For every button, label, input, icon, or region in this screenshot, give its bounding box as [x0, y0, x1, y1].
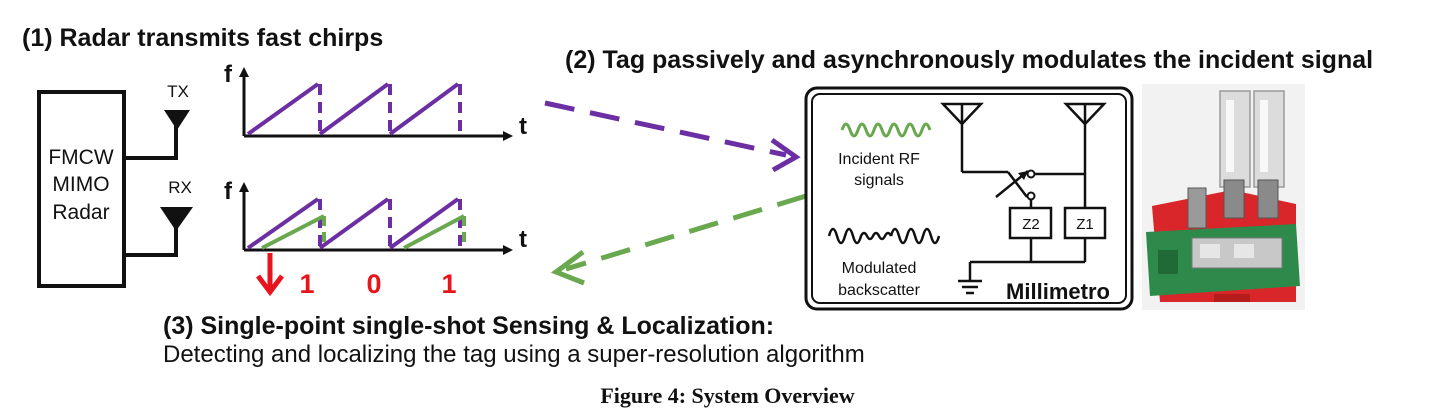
- radar-line-2: MIMO: [52, 173, 109, 196]
- z2-label: Z2: [1022, 216, 1040, 233]
- rx-purple-ramp: [388, 197, 460, 250]
- tx-chirp-ramp: [246, 82, 320, 136]
- rx-plot-f-label: f: [224, 178, 233, 205]
- backscatter-arrow: [550, 193, 807, 286]
- bit-3: 1: [441, 269, 456, 299]
- step3-heading: (3) Single-point single-shot Sensing & L…: [163, 312, 775, 340]
- rx-green-ramp: [403, 214, 465, 250]
- incident-label-1: Incident RF: [838, 151, 920, 168]
- red-down-arrow: [256, 253, 284, 297]
- incident-signal-arrow: [544, 100, 801, 173]
- backscatter-label-2: backscatter: [838, 282, 920, 299]
- tx-chirp-plot: f t: [224, 61, 527, 141]
- tag-box: Incident RF signals Modulated backscatte…: [804, 86, 1134, 311]
- rx-purple-ramp: [246, 197, 320, 250]
- tx-label: TX: [167, 82, 189, 101]
- rx-label: RX: [168, 178, 192, 197]
- radar-line-3: Radar: [52, 201, 109, 224]
- ground-icon: [958, 279, 982, 295]
- radar-line-1: FMCW: [48, 146, 113, 169]
- step2-heading: (2) Tag passively and asynchronously mod…: [565, 46, 1374, 74]
- tx-chirp-ramp: [388, 82, 460, 136]
- incident-label-2: signals: [854, 172, 904, 189]
- figure-caption: Figure 4: System Overview: [600, 383, 855, 408]
- incident-wave: [840, 122, 932, 138]
- tx-plot-f-label: f: [224, 61, 233, 88]
- bit-2: 0: [366, 269, 381, 299]
- radar-box: FMCW MIMO Radar: [37, 90, 126, 288]
- rx-chirp-plot: f t: [224, 178, 527, 255]
- tag-hardware-photo: [1142, 84, 1305, 310]
- rx-green-ramp: [261, 214, 325, 250]
- bit-1: 1: [299, 269, 314, 299]
- tx-chirp-ramp: [318, 82, 390, 136]
- backscatter-label-1: Modulated: [842, 260, 917, 277]
- z1-impedance: [1063, 206, 1107, 240]
- rx-plot-t-label: t: [519, 226, 527, 253]
- step3-detail: Detecting and localizing the tag using a…: [163, 341, 865, 368]
- rx-antenna: RX: [124, 178, 193, 257]
- backscatter-wave: [827, 227, 941, 245]
- tx-antenna: TX: [124, 82, 190, 160]
- tx-plot-t-label: t: [519, 113, 527, 140]
- tag-name: Millimetro: [1006, 279, 1110, 304]
- rx-purple-ramp: [318, 197, 390, 250]
- z1-label: Z1: [1076, 216, 1094, 233]
- step1-heading: (1) Radar transmits fast chirps: [22, 24, 384, 52]
